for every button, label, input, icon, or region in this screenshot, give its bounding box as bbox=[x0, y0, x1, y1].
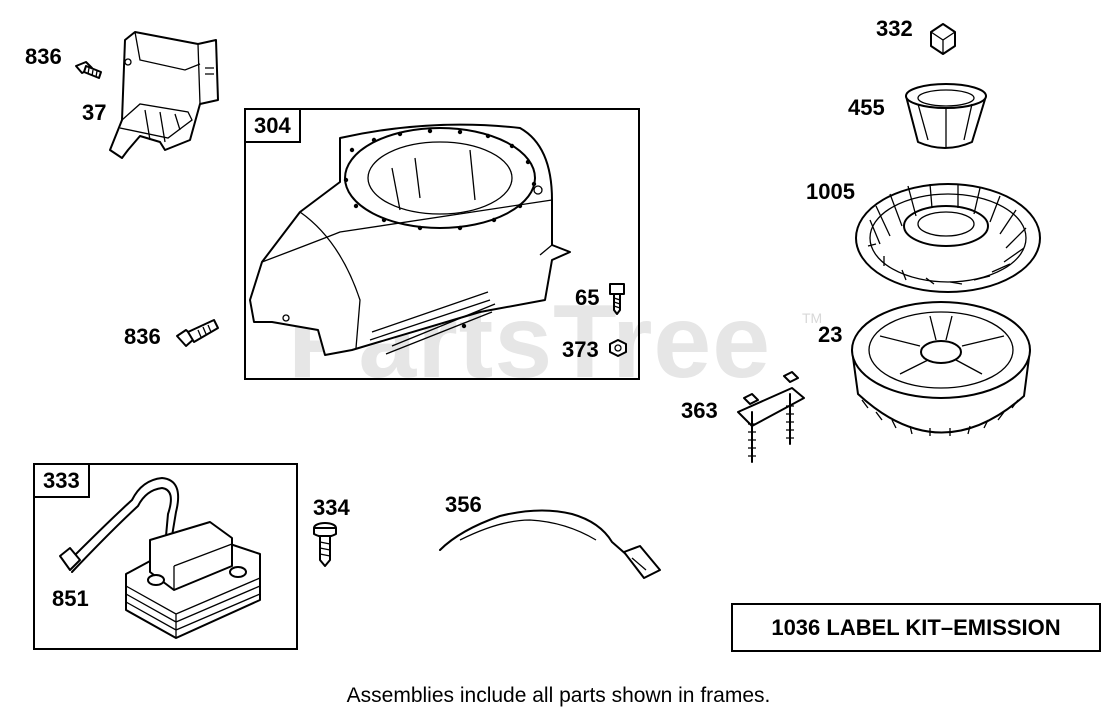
part-label-37[interactable]: 37 bbox=[82, 100, 107, 125]
part-label-65[interactable]: 65 bbox=[575, 285, 600, 310]
ignition-coil-333-icon[interactable] bbox=[59, 477, 261, 639]
part-label-836-mid[interactable]: 836 bbox=[124, 324, 161, 349]
screw-65-icon[interactable] bbox=[609, 283, 625, 315]
nut-373-icon[interactable] bbox=[609, 339, 627, 357]
trademark-mark: TM bbox=[802, 310, 823, 326]
part-label-356[interactable]: 356 bbox=[445, 492, 482, 517]
bracket-37-icon[interactable] bbox=[109, 31, 219, 159]
bolt-836-top-icon[interactable] bbox=[75, 61, 102, 79]
ground-wire-356-icon[interactable] bbox=[439, 509, 661, 579]
starter-cup-455-icon[interactable] bbox=[905, 83, 987, 149]
part-label-1005[interactable]: 1005 bbox=[806, 179, 855, 204]
frame-333 bbox=[33, 463, 298, 650]
assemblies-note: Assemblies include all parts shown in fr… bbox=[346, 684, 771, 707]
armature-363-icon[interactable] bbox=[737, 371, 805, 463]
part-label-851[interactable]: 851 bbox=[52, 586, 89, 611]
frame-tag-333[interactable]: 333 bbox=[35, 465, 90, 498]
frame-304 bbox=[244, 108, 640, 380]
part-label-373[interactable]: 373 bbox=[562, 337, 599, 362]
screw-334-icon[interactable] bbox=[313, 522, 337, 567]
label-kit-emission-box[interactable]: 1036 LABEL KIT–EMISSION bbox=[731, 603, 1101, 652]
bolt-836-mid-icon[interactable] bbox=[176, 319, 219, 347]
part-label-455[interactable]: 455 bbox=[848, 95, 885, 120]
flywheel-23-icon[interactable] bbox=[851, 301, 1031, 436]
frame-tag-304[interactable]: 304 bbox=[246, 110, 301, 143]
part-label-363[interactable]: 363 bbox=[681, 398, 718, 423]
fan-1005-icon[interactable] bbox=[855, 183, 1041, 293]
part-label-334[interactable]: 334 bbox=[313, 495, 350, 520]
part-label-332[interactable]: 332 bbox=[876, 16, 913, 41]
nut-332-icon[interactable] bbox=[930, 23, 956, 55]
part-label-23[interactable]: 23 bbox=[818, 322, 843, 347]
blower-housing-304-icon[interactable] bbox=[249, 123, 571, 356]
part-label-836-top[interactable]: 836 bbox=[25, 44, 62, 69]
